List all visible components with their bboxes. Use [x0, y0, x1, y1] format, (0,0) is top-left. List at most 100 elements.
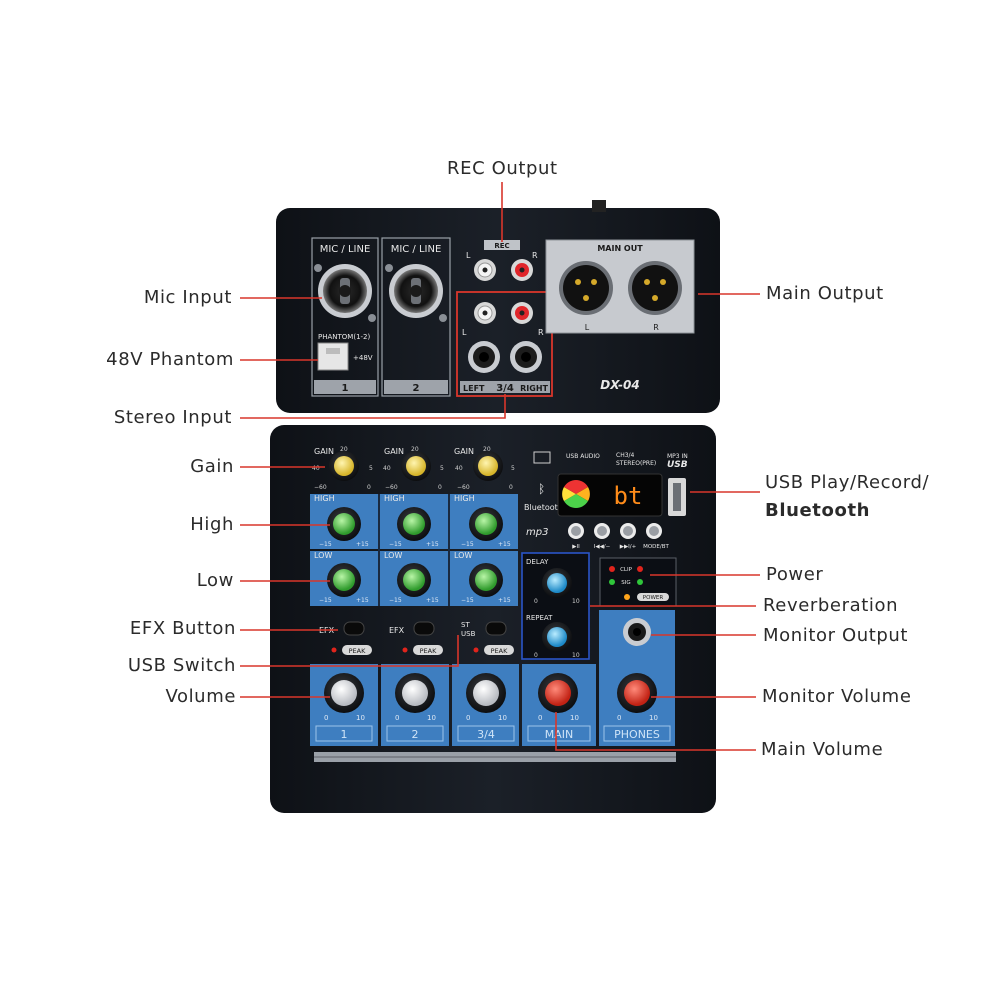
main-scale-max: 10 — [570, 714, 579, 722]
high-scale-max-1: +15 — [356, 541, 369, 548]
low-knob-2[interactable] — [397, 563, 431, 597]
phantom-switch[interactable] — [317, 342, 349, 371]
previous-button[interactable] — [594, 523, 610, 539]
gain-scale-40-1: 40 — [312, 465, 320, 472]
stereo-input-left-rca[interactable] — [474, 302, 496, 324]
next-button[interactable] — [620, 523, 636, 539]
play-pause-button[interactable] — [568, 523, 584, 539]
gain-knob-1[interactable] — [329, 451, 359, 481]
volume-knob-2[interactable] — [395, 673, 435, 713]
repeat-label: REPEAT — [526, 614, 553, 622]
callout-reverberation: Reverberation — [763, 595, 899, 616]
repeat-scale-min: 0 — [534, 652, 538, 659]
gain-knob-3[interactable] — [473, 451, 503, 481]
callout-power: Power — [766, 564, 824, 585]
main-out-right-label: R — [653, 323, 659, 332]
high-scale-max-2: +15 — [426, 541, 439, 548]
callout-main-volume: Main Volume — [761, 739, 884, 760]
callout-volume: Volume — [165, 686, 236, 707]
callout-low: Low — [196, 570, 234, 591]
high-knob-1[interactable] — [327, 507, 361, 541]
gain-knob-2[interactable] — [401, 451, 431, 481]
gain-scale-0-1: 0 — [367, 484, 371, 491]
callout-efx-button: EFX Button — [129, 618, 236, 639]
stereo-rca-left-label: L — [462, 328, 467, 337]
stereo-input-right-rca[interactable] — [511, 302, 533, 324]
delay-knob[interactable] — [542, 568, 572, 598]
low-scale-max-2: +15 — [426, 597, 439, 604]
vol-scale-max-3: 10 — [498, 714, 507, 722]
gain-scale-0-2: 0 — [438, 484, 442, 491]
volume-knob-3-4[interactable] — [466, 673, 506, 713]
callout-monitor-volume: Monitor Volume — [762, 686, 912, 707]
mic-input-jack-2[interactable] — [385, 264, 447, 322]
low-label-1: LOW — [314, 551, 332, 560]
channel-label-1: 1 — [342, 383, 349, 394]
rec-output-right-rca[interactable] — [511, 259, 533, 281]
strip-label-1: 1 — [341, 728, 348, 741]
next-label: ▶▶I/+ — [620, 544, 637, 550]
peak-label-3: PEAK — [491, 647, 508, 655]
stereo-input-left-jack[interactable] — [468, 341, 500, 373]
gain-scale-60-3: −60 — [457, 484, 470, 491]
callout-monitor-output: Monitor Output — [763, 625, 909, 646]
gain-label-3: GAIN — [454, 447, 474, 456]
efx-button-2[interactable] — [413, 621, 435, 636]
rec-output-left-rca[interactable] — [474, 259, 496, 281]
st-label: ST — [461, 621, 470, 629]
callout-usb-switch: USB Switch — [127, 655, 236, 676]
stereo-input-right-jack[interactable] — [510, 341, 542, 373]
callout-main-output: Main Output — [766, 283, 884, 304]
mic-input-jack-1[interactable] — [314, 264, 376, 322]
vol-scale-min-3: 0 — [466, 714, 470, 722]
previous-label: I◀◀/− — [594, 544, 611, 550]
peak-label-2: PEAK — [420, 647, 437, 655]
main-output-left-xlr[interactable] — [559, 261, 613, 315]
low-scale-min-3: −15 — [461, 597, 474, 604]
volume-knob-1[interactable] — [324, 673, 364, 713]
strip-label-2: 2 — [412, 728, 419, 741]
phantom-label: PHANTOM(1-2) — [318, 333, 370, 341]
monitor-output-jack[interactable] — [623, 618, 651, 646]
repeat-knob[interactable] — [542, 622, 572, 652]
vol-scale-max-2: 10 — [427, 714, 436, 722]
bluetooth-label: Bluetooth — [524, 503, 563, 512]
gain-scale-20-2: 20 — [411, 446, 419, 453]
high-knob-3[interactable] — [469, 507, 503, 541]
main-out-label: MAIN OUT — [597, 244, 643, 253]
high-knob-2[interactable] — [397, 507, 431, 541]
callout-rec-output: REC Output — [447, 158, 558, 179]
gain-scale-40-2: 40 — [383, 465, 391, 472]
peak-led-1 — [331, 647, 337, 653]
gain-scale-40-3: 40 — [455, 465, 463, 472]
mode-bt-button[interactable] — [646, 523, 662, 539]
gain-scale-5-2: 5 — [440, 465, 444, 472]
mic-line-label-1: MIC / LINE — [320, 244, 371, 255]
high-scale-min-3: −15 — [461, 541, 474, 548]
callout-mic-input: Mic Input — [143, 287, 232, 308]
model-name: DX-04 — [600, 378, 639, 392]
play-pause-label: ▶II — [572, 544, 580, 550]
monitor-volume-knob[interactable] — [617, 673, 657, 713]
gain-scale-20-3: 20 — [483, 446, 491, 453]
high-scale-max-3: +15 — [498, 541, 511, 548]
usb-switch-button[interactable] — [485, 621, 507, 636]
low-knob-3[interactable] — [469, 563, 503, 597]
efx-button-1[interactable] — [343, 621, 365, 636]
mp3-logo: mp3 — [526, 527, 548, 538]
ch34-label: CH3/4 — [616, 452, 635, 459]
main-volume-knob[interactable] — [538, 673, 578, 713]
phones-scale-min: 0 — [617, 714, 621, 722]
mic-line-label-2: MIC / LINE — [391, 244, 442, 255]
main-out-left-label: L — [585, 323, 590, 332]
high-label-1: HIGH — [314, 494, 335, 503]
gain-label-1: GAIN — [314, 447, 334, 456]
callout-stereo-input: Stereo Input — [113, 407, 232, 428]
repeat-scale-max: 10 — [572, 652, 580, 659]
main-output-right-xlr[interactable] — [628, 261, 682, 315]
clip-led-left — [609, 566, 615, 572]
stereo-pre-label: STEREO(PRE) — [616, 460, 656, 467]
low-knob-1[interactable] — [327, 563, 361, 597]
rear-panel: MIC / LINE MIC / LINE PHANTOM(1-2) +48V … — [276, 200, 720, 413]
